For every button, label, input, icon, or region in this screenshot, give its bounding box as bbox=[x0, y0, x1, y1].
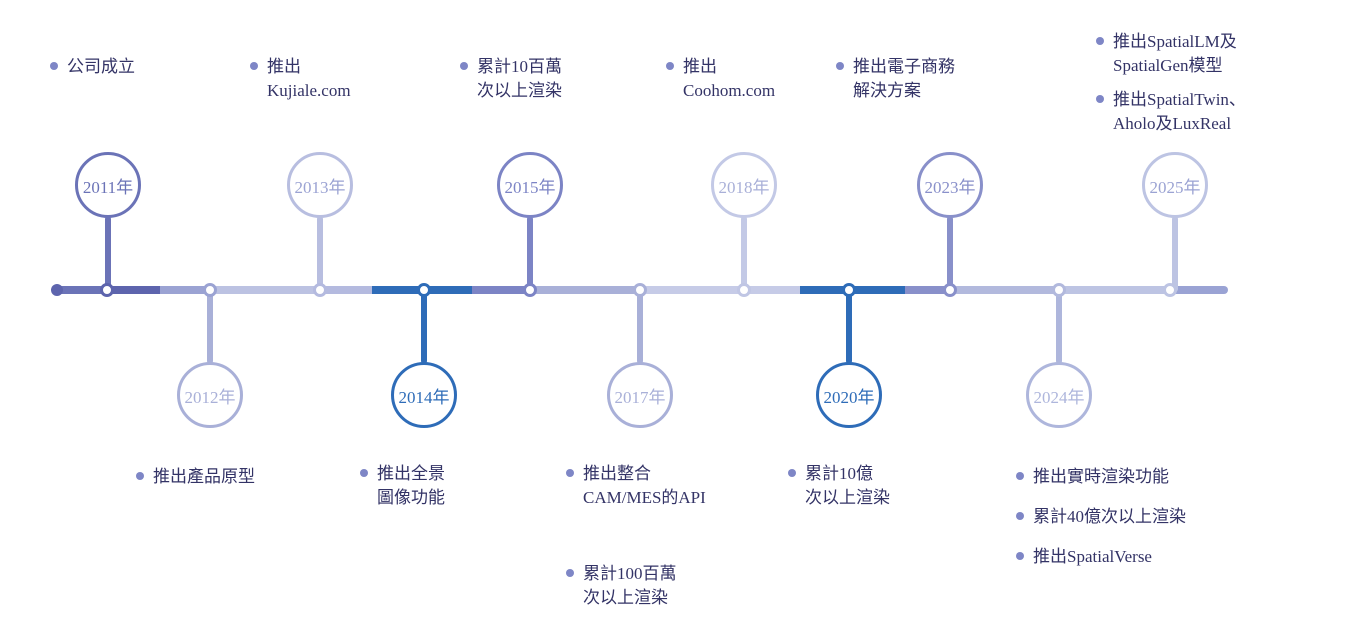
timeline-stem bbox=[421, 288, 427, 364]
year-label: 2025年 bbox=[1149, 177, 1201, 197]
timeline-node bbox=[523, 283, 537, 297]
timeline-node bbox=[1163, 283, 1177, 297]
milestone-text: 推出電子商務 解決方案 bbox=[853, 57, 955, 101]
timeline-stem bbox=[637, 288, 643, 364]
year-circle: 2023年 bbox=[917, 152, 983, 218]
timeline-node bbox=[1052, 283, 1066, 297]
timeline-start-dot-icon bbox=[51, 284, 63, 296]
timeline-node bbox=[633, 283, 647, 297]
bullet-icon bbox=[566, 469, 574, 477]
milestone-text: 累計10億 次以上渲染 bbox=[805, 464, 890, 508]
year-circle: 2020年 bbox=[816, 362, 882, 428]
timeline-node bbox=[737, 283, 751, 297]
bullet-icon bbox=[136, 472, 144, 480]
year-label: 2015年 bbox=[504, 177, 556, 197]
year-circle: 2024年 bbox=[1026, 362, 1092, 428]
timeline-stem bbox=[527, 216, 533, 292]
milestone-note: 累計40億次以上渲染 bbox=[1016, 505, 1186, 529]
bullet-icon bbox=[360, 469, 368, 477]
milestone-note: 推出整合 CAM/MES的API bbox=[566, 462, 706, 510]
year-circle: 2025年 bbox=[1142, 152, 1208, 218]
timeline-stem bbox=[105, 216, 111, 292]
milestone-note: 推出SpatialTwin、 Aholo及LuxReal bbox=[1096, 88, 1246, 136]
year-label: 2020年 bbox=[823, 387, 875, 407]
bullet-icon bbox=[250, 62, 258, 70]
year-label: 2023年 bbox=[924, 177, 976, 197]
milestone-note: 累計10百萬 次以上渲染 bbox=[460, 55, 562, 103]
bullet-icon bbox=[666, 62, 674, 70]
milestone-text: 公司成立 bbox=[67, 57, 135, 76]
milestone-note: 推出SpatialVerse bbox=[1016, 545, 1152, 569]
year-circle: 2012年 bbox=[177, 362, 243, 428]
bullet-icon bbox=[50, 62, 58, 70]
milestone-text: 累計40億次以上渲染 bbox=[1033, 507, 1186, 526]
bullet-icon bbox=[566, 569, 574, 577]
milestone-text: 推出SpatialLM及 SpatialGen模型 bbox=[1113, 32, 1237, 76]
year-circle: 2015年 bbox=[497, 152, 563, 218]
milestone-text: 推出SpatialTwin、 Aholo及LuxReal bbox=[1113, 90, 1246, 134]
bullet-icon bbox=[1016, 472, 1024, 480]
timeline-stem bbox=[947, 216, 953, 292]
timeline-node bbox=[100, 283, 114, 297]
milestone-note: 推出SpatialLM及 SpatialGen模型 bbox=[1096, 30, 1237, 78]
year-circle: 2013年 bbox=[287, 152, 353, 218]
milestone-note: 累計100百萬 次以上渲染 bbox=[566, 562, 677, 610]
milestone-note: 公司成立 bbox=[50, 55, 135, 79]
timeline-node bbox=[943, 283, 957, 297]
milestone-note: 推出 Kujiale.com bbox=[250, 55, 351, 103]
year-label: 2014年 bbox=[398, 387, 450, 407]
timeline-stem bbox=[1056, 288, 1062, 364]
milestone-text: 推出實時渲染功能 bbox=[1033, 467, 1169, 486]
milestone-text: 推出全景 圖像功能 bbox=[377, 464, 445, 508]
milestone-text: 累計100百萬 次以上渲染 bbox=[583, 564, 677, 608]
year-label: 2024年 bbox=[1033, 387, 1085, 407]
milestone-note: 推出全景 圖像功能 bbox=[360, 462, 445, 510]
bullet-icon bbox=[1096, 37, 1104, 45]
year-label: 2013年 bbox=[294, 177, 346, 197]
timeline-node bbox=[417, 283, 431, 297]
timeline-stem bbox=[317, 216, 323, 292]
milestone-text: 推出 Coohom.com bbox=[683, 57, 776, 101]
milestone-text: 推出SpatialVerse bbox=[1033, 547, 1152, 566]
timeline-node bbox=[842, 283, 856, 297]
milestone-text: 推出整合 CAM/MES的API bbox=[583, 464, 706, 508]
year-circle: 2014年 bbox=[391, 362, 457, 428]
milestone-text: 推出 Kujiale.com bbox=[267, 57, 351, 101]
bullet-icon bbox=[1096, 95, 1104, 103]
year-circle: 2011年 bbox=[75, 152, 141, 218]
milestone-text: 累計10百萬 次以上渲染 bbox=[477, 57, 562, 101]
milestone-note: 推出產品原型 bbox=[136, 465, 255, 489]
year-circle: 2017年 bbox=[607, 362, 673, 428]
timeline-node bbox=[203, 283, 217, 297]
timeline-stem bbox=[207, 288, 213, 364]
bullet-icon bbox=[1016, 512, 1024, 520]
bullet-icon bbox=[836, 62, 844, 70]
milestone-note: 推出 Coohom.com bbox=[666, 55, 775, 103]
timeline-node bbox=[313, 283, 327, 297]
year-label: 2018年 bbox=[718, 177, 770, 197]
milestone-note: 累計10億 次以上渲染 bbox=[788, 462, 890, 510]
bullet-icon bbox=[788, 469, 796, 477]
timeline-stem bbox=[1172, 216, 1178, 292]
year-label: 2017年 bbox=[614, 387, 666, 407]
timeline-stem bbox=[846, 288, 852, 364]
milestone-note: 推出電子商務 解決方案 bbox=[836, 55, 955, 103]
milestone-note: 推出實時渲染功能 bbox=[1016, 465, 1169, 489]
year-circle: 2018年 bbox=[711, 152, 777, 218]
timeline-stem bbox=[741, 216, 747, 292]
year-label: 2012年 bbox=[184, 387, 236, 407]
milestone-text: 推出產品原型 bbox=[153, 467, 255, 486]
bullet-icon bbox=[1016, 552, 1024, 560]
year-label: 2011年 bbox=[82, 177, 134, 197]
bullet-icon bbox=[460, 62, 468, 70]
